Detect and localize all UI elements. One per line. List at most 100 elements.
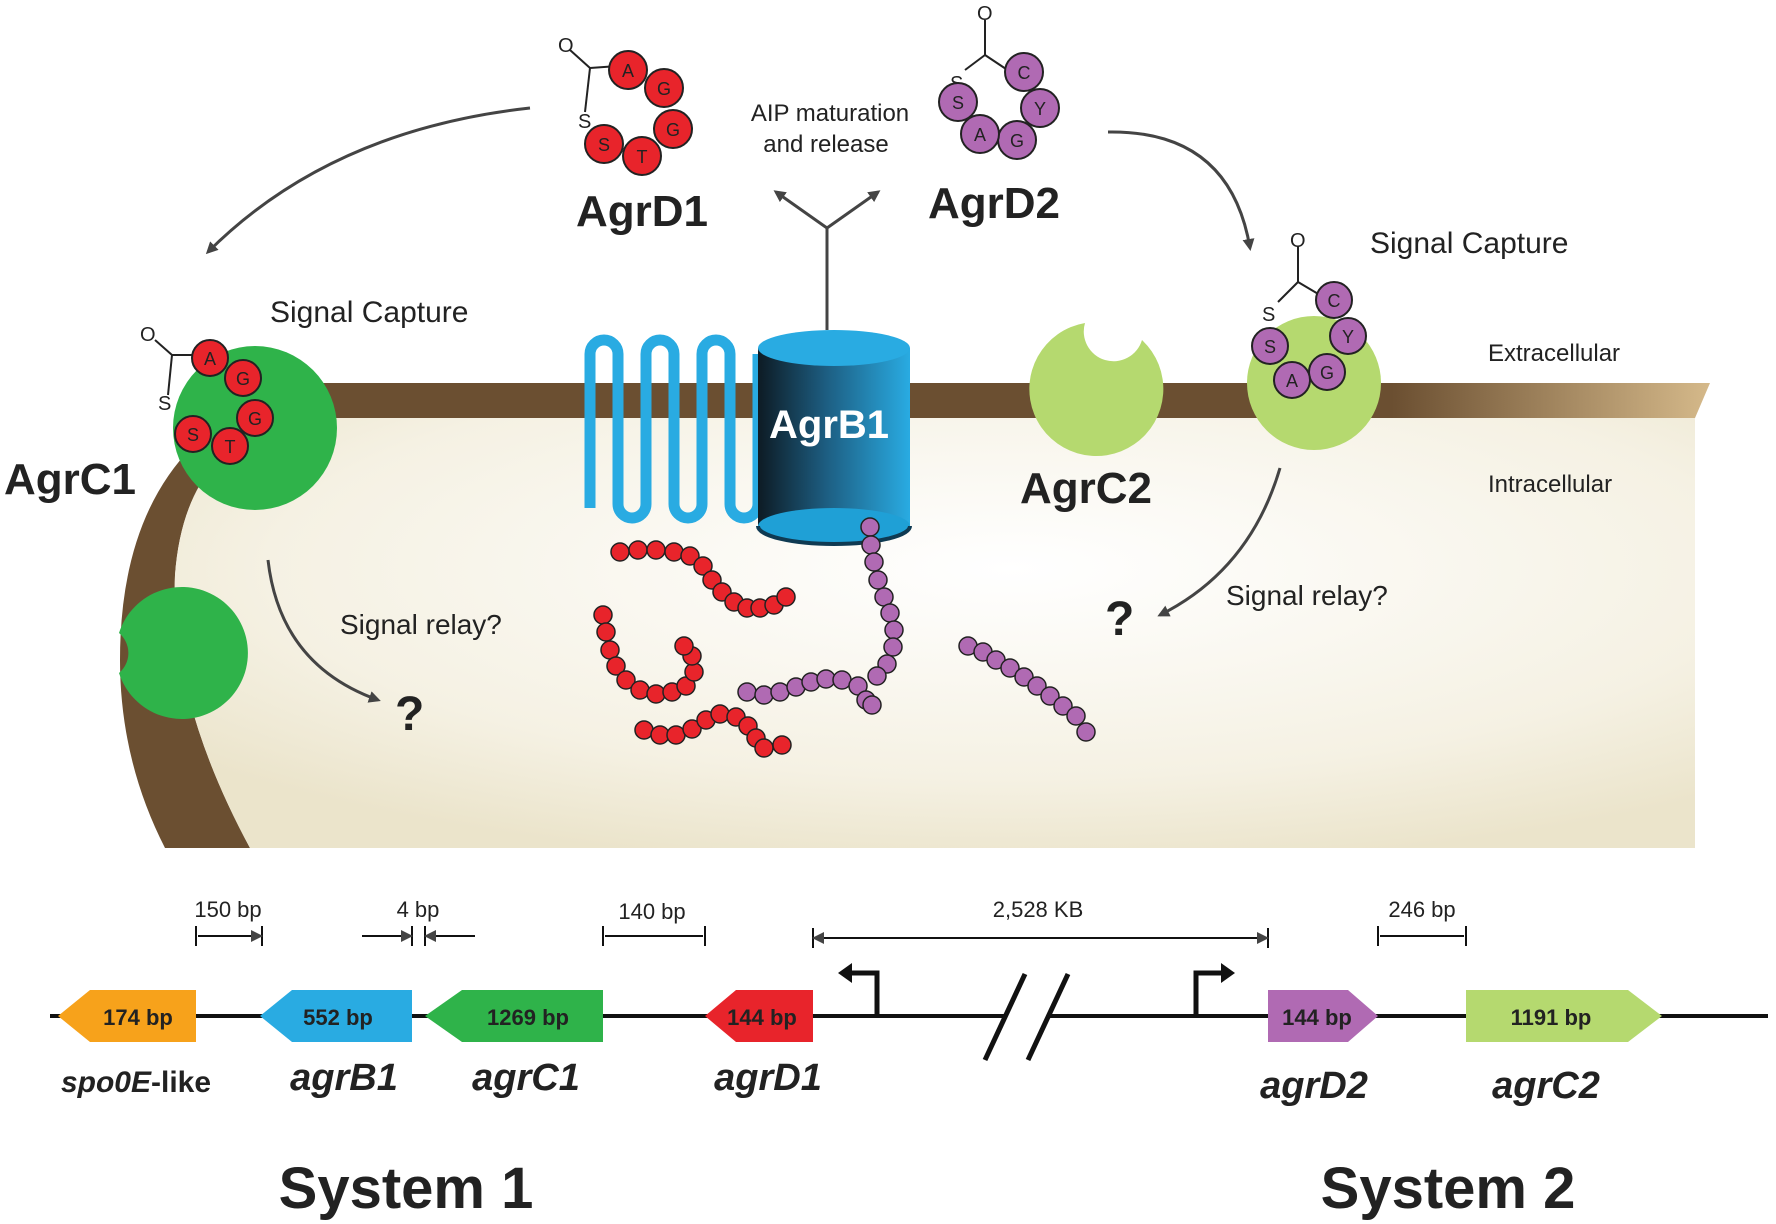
- aip2-residue: C: [1004, 52, 1044, 92]
- agrD2-label: AgrD2: [928, 179, 1060, 228]
- svg-text:S: S: [598, 135, 610, 155]
- gene-agrB1-size: 552 bp: [303, 1005, 373, 1030]
- gene-agrD2-size: 144 bp: [1282, 1005, 1352, 1030]
- gene-agrD1-name: agrD1: [714, 1057, 822, 1099]
- peptide-bead: [634, 720, 654, 740]
- peptide-bead: [674, 636, 694, 656]
- aip1b-residue: G: [236, 399, 274, 437]
- arrow-signal-relay-left: [266, 559, 381, 703]
- gene-agrD1: [705, 990, 813, 1042]
- svg-text:C: C: [1018, 63, 1031, 83]
- aip1b-residue: T: [211, 427, 249, 465]
- aip2b-oxygen: O: [1290, 230, 1306, 252]
- promoter-arrow-agrD2: [1193, 970, 1228, 1016]
- aip2b-residue: S: [1251, 327, 1289, 365]
- system-1-label: System 1: [279, 1156, 534, 1221]
- aip1-residue: S: [584, 124, 624, 164]
- svg-text:G: G: [248, 409, 262, 429]
- agrC1-lower-receptor: [119, 587, 248, 719]
- svg-text:Y: Y: [1034, 99, 1046, 119]
- peptide-bead: [754, 738, 774, 758]
- signal-relay-right-label: Signal relay?: [1226, 580, 1388, 611]
- peptide-bead: [868, 570, 888, 590]
- aip1-residue: T: [622, 136, 662, 176]
- aip2-oxygen: O: [977, 3, 993, 25]
- peptide-bead: [616, 670, 636, 690]
- peptide-bead: [770, 682, 790, 702]
- peptide-bead: [867, 666, 887, 686]
- aip2-residue: Y: [1020, 88, 1060, 128]
- arrow-aip2-to-agrC2: [1107, 130, 1255, 251]
- peptide-bead: [1040, 686, 1060, 706]
- agrD1-aip: O S A G G T S: [558, 35, 693, 176]
- agrC1-label: AgrC1: [4, 455, 136, 504]
- peptide-bead: [710, 704, 730, 724]
- aip2-residue: S: [938, 82, 978, 122]
- break-mark: [982, 972, 1028, 1062]
- svg-text:S: S: [952, 93, 964, 113]
- peptide-bead: [816, 669, 836, 689]
- arrow-signal-relay-right: [1157, 467, 1282, 617]
- peptide-bead: [776, 587, 796, 607]
- aip2-residue: A: [960, 114, 1000, 154]
- aip2b-residue: A: [1273, 361, 1311, 399]
- svg-text:A: A: [974, 125, 986, 145]
- peptide-bead: [864, 552, 884, 572]
- distance-marker: [1377, 926, 1467, 946]
- aip2b-residue: C: [1315, 281, 1353, 319]
- svg-text:A: A: [1286, 371, 1298, 391]
- gene-agrC2: [1466, 990, 1662, 1042]
- peptide-bead: [883, 637, 903, 657]
- distance-5: 246 bp: [1388, 897, 1455, 922]
- agrB1-loops: [584, 334, 764, 524]
- intracellular-label: Intracellular: [1488, 471, 1612, 498]
- question-left: ?: [395, 688, 424, 741]
- aip-release-line1: AIP maturation: [751, 100, 909, 127]
- distance-2: 4 bp: [397, 897, 440, 922]
- peptide-bead: [628, 540, 648, 560]
- signal-capture-left-label: Signal Capture: [270, 296, 468, 329]
- question-right: ?: [1105, 593, 1134, 646]
- aip1b-oxygen: O: [140, 324, 156, 346]
- peptide-bead: [593, 605, 613, 625]
- agrB1-label: AgrB1: [769, 403, 889, 447]
- peptide-bead: [1000, 658, 1020, 678]
- peptide-bead: [884, 620, 904, 640]
- agrC1-bound-aip: O S A G G T S: [140, 324, 274, 465]
- svg-text:S: S: [1264, 337, 1276, 357]
- gene-agrB1: [260, 990, 412, 1042]
- extracellular-label: Extracellular: [1488, 340, 1620, 367]
- svg-text:C: C: [1328, 291, 1341, 311]
- gene-spo0E-size: 174 bp: [103, 1005, 173, 1030]
- peptide-bead: [596, 622, 616, 642]
- gene-map: 174 bp 552 bp 1269 bp 144 bp 144 bp 1191…: [50, 897, 1768, 1107]
- aip2-residue: G: [997, 120, 1037, 160]
- cell: [120, 383, 1710, 848]
- peptide-bead: [682, 719, 702, 739]
- aip2b-residue: Y: [1329, 317, 1367, 355]
- aip1-residue: G: [653, 109, 693, 149]
- peptide-bead: [610, 542, 630, 562]
- agrC2-receptor: [1029, 323, 1164, 457]
- svg-text:G: G: [236, 369, 250, 389]
- distance-3: 140 bp: [618, 899, 685, 924]
- aip1-oxygen: O: [558, 35, 574, 57]
- peptide-bead: [646, 684, 666, 704]
- gene-agrC2-size: 1191 bp: [1511, 1005, 1592, 1030]
- gene-agrC1: [425, 990, 603, 1042]
- agrC2-label: AgrC2: [1020, 464, 1152, 513]
- aip1b-residue: G: [224, 359, 262, 397]
- gene-agrC1-size: 1269 bp: [487, 1005, 569, 1030]
- distance-1: 150 bp: [194, 897, 261, 922]
- aip1-residue: A: [608, 50, 648, 90]
- aip1b-residue: A: [191, 339, 229, 377]
- peptide-bead: [737, 682, 757, 702]
- peptide-bead: [1066, 706, 1086, 726]
- distance-marker: [362, 926, 475, 946]
- gene-agrC1-name: agrC1: [472, 1057, 580, 1099]
- aip1b-residue: S: [174, 415, 212, 453]
- peptide-bead: [606, 656, 626, 676]
- aip2b-residue: G: [1308, 353, 1346, 391]
- gene-agrD1-size: 144 bp: [727, 1005, 797, 1030]
